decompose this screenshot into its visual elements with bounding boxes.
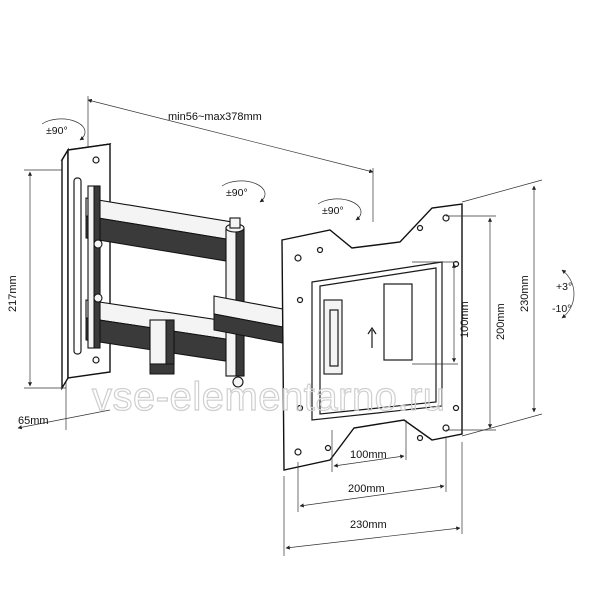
- vesa-mid-label: 200mm: [348, 483, 385, 495]
- vesa-inner-label: 100mm: [350, 449, 387, 461]
- watermark: vse-elementarno.ru: [92, 375, 446, 419]
- vesa-vertical-dimensions: 100mm 200mm 230mm: [412, 179, 543, 437]
- vesa-horizontal-dimensions: 100mm 200mm 230mm: [283, 420, 463, 556]
- wall-depth-dimension: 65mm: [17, 380, 111, 430]
- wall-swivel-label: ±90°: [46, 125, 68, 137]
- plate-swivel-symbol: ±90°: [317, 198, 362, 221]
- elbow-swivel-symbol: ±90°: [221, 180, 266, 203]
- vesa-outer-label: 230mm: [350, 519, 387, 531]
- wall-plate: [60, 143, 112, 391]
- plate-swivel-label: ±90°: [322, 205, 344, 217]
- tilt-down-label: -10°: [552, 303, 571, 315]
- arm-extension-label: min56~max378mm: [168, 111, 262, 123]
- elbow-swivel-label: ±90°: [226, 187, 248, 199]
- tilt-symbol: +3° -10°: [552, 269, 575, 319]
- wall-depth-label: 65mm: [18, 415, 49, 427]
- wall-swivel-symbol: ±90°: [41, 118, 86, 141]
- vesa-mid-v-label: 200mm: [495, 303, 507, 340]
- vesa-inner-v-label: 100mm: [459, 301, 471, 338]
- tilt-up-label: +3°: [556, 281, 572, 293]
- wall-plate-height-label: 217mm: [7, 275, 19, 312]
- arm-extension-dimension: min56~max378mm: [87, 96, 374, 222]
- vesa-outer-v-label: 230mm: [519, 275, 531, 312]
- wall-plate-height-dimension: 217mm: [7, 169, 66, 389]
- vesa-plate: [281, 203, 463, 471]
